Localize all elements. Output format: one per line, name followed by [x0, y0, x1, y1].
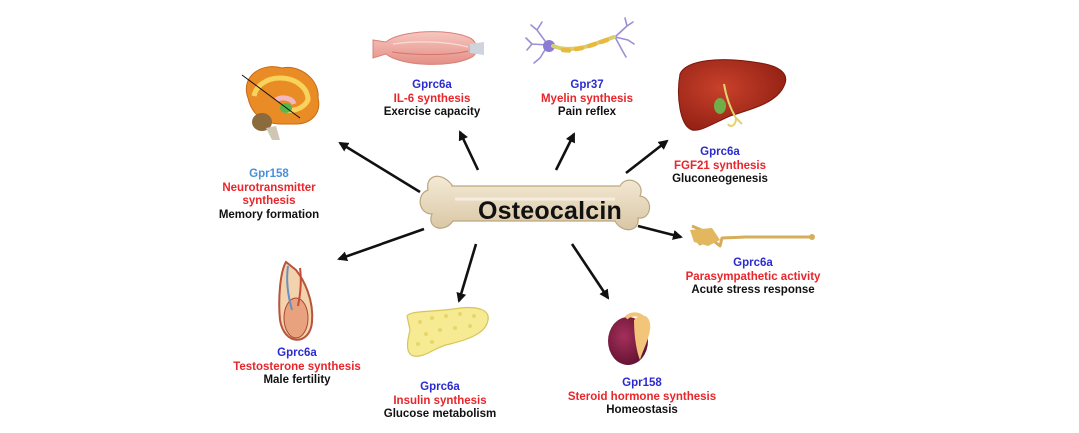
adrenal-synthesis: Steroid hormone synthesis — [567, 390, 717, 403]
neuron-synthesis: Myelin synthesis — [540, 92, 634, 105]
arrows — [337, 130, 683, 303]
bone-icon — [419, 175, 651, 231]
pancreas-icon — [406, 306, 489, 357]
adrenal-receptor: Gpr158 — [622, 377, 662, 389]
label-nerve: Gprc6a Parasympathetic activity Acute st… — [678, 257, 828, 298]
adrenal-icon — [608, 312, 651, 365]
pancreas-function: Glucose metabolism — [383, 408, 497, 420]
muscle-function: Exercise capacity — [383, 106, 481, 118]
muscle-icon — [372, 31, 484, 65]
brain-receptor: Gpr158 — [249, 168, 289, 180]
label-testis: Gprc6a Testosterone synthesis Male ferti… — [222, 347, 372, 388]
neuron-receptor: Gpr37 — [570, 79, 604, 91]
nerve-synthesis: Parasympathetic activity — [685, 270, 821, 283]
neuron-function: Pain reflex — [557, 106, 617, 118]
label-liver: Gprc6a FGF21 synthesis Gluconeogenesis — [660, 146, 780, 187]
arrow-to-neuron — [554, 132, 576, 171]
liver-icon — [678, 59, 787, 131]
arrow-to-pancreas — [456, 243, 478, 303]
muscle-receptor: Gprc6a — [412, 79, 452, 91]
liver-function: Gluconeogenesis — [672, 173, 768, 185]
nerve-receptor: Gprc6a — [733, 257, 773, 269]
label-muscle: Gprc6a IL-6 synthesis Exercise capacity — [372, 79, 492, 120]
neuron-icon — [525, 17, 635, 64]
testis-synthesis: Testosterone synthesis — [233, 360, 361, 373]
muscle-synthesis: IL-6 synthesis — [393, 92, 471, 105]
nerve-function: Acute stress response — [691, 284, 815, 296]
label-pancreas: Gprc6a Insulin synthesis Glucose metabol… — [380, 381, 500, 422]
arrow-to-liver — [625, 139, 669, 175]
label-brain: Gpr158 Neurotransmitter synthesis Memory… — [214, 168, 324, 222]
arrow-to-muscle — [458, 130, 480, 171]
pancreas-receptor: Gprc6a — [420, 381, 460, 393]
testis-receptor: Gprc6a — [277, 347, 317, 359]
brain-synthesis-line2: synthesis — [242, 195, 296, 207]
brain-function: Memory formation — [218, 208, 320, 221]
liver-synthesis: FGF21 synthesis — [673, 159, 767, 172]
osteocalcin-label: Osteocalcin — [478, 197, 622, 225]
brain-icon — [241, 66, 320, 140]
arrow-to-nerve — [637, 224, 683, 240]
testis-function: Male fertility — [263, 374, 331, 386]
arrow-to-adrenal — [570, 243, 610, 300]
liver-receptor: Gprc6a — [700, 146, 740, 158]
arrow-to-testis — [337, 227, 425, 262]
adrenal-function: Homeostasis — [606, 404, 678, 416]
arrow-to-brain — [338, 141, 421, 194]
testis-icon — [278, 260, 314, 341]
label-adrenal: Gpr158 Steroid hormone synthesis Homeost… — [562, 377, 722, 418]
nerve-icon — [690, 224, 815, 248]
label-neuron: Gpr37 Myelin synthesis Pain reflex — [532, 79, 642, 120]
pancreas-synthesis: Insulin synthesis — [393, 394, 487, 407]
brain-synthesis-line1: Neurotransmitter — [222, 181, 316, 194]
